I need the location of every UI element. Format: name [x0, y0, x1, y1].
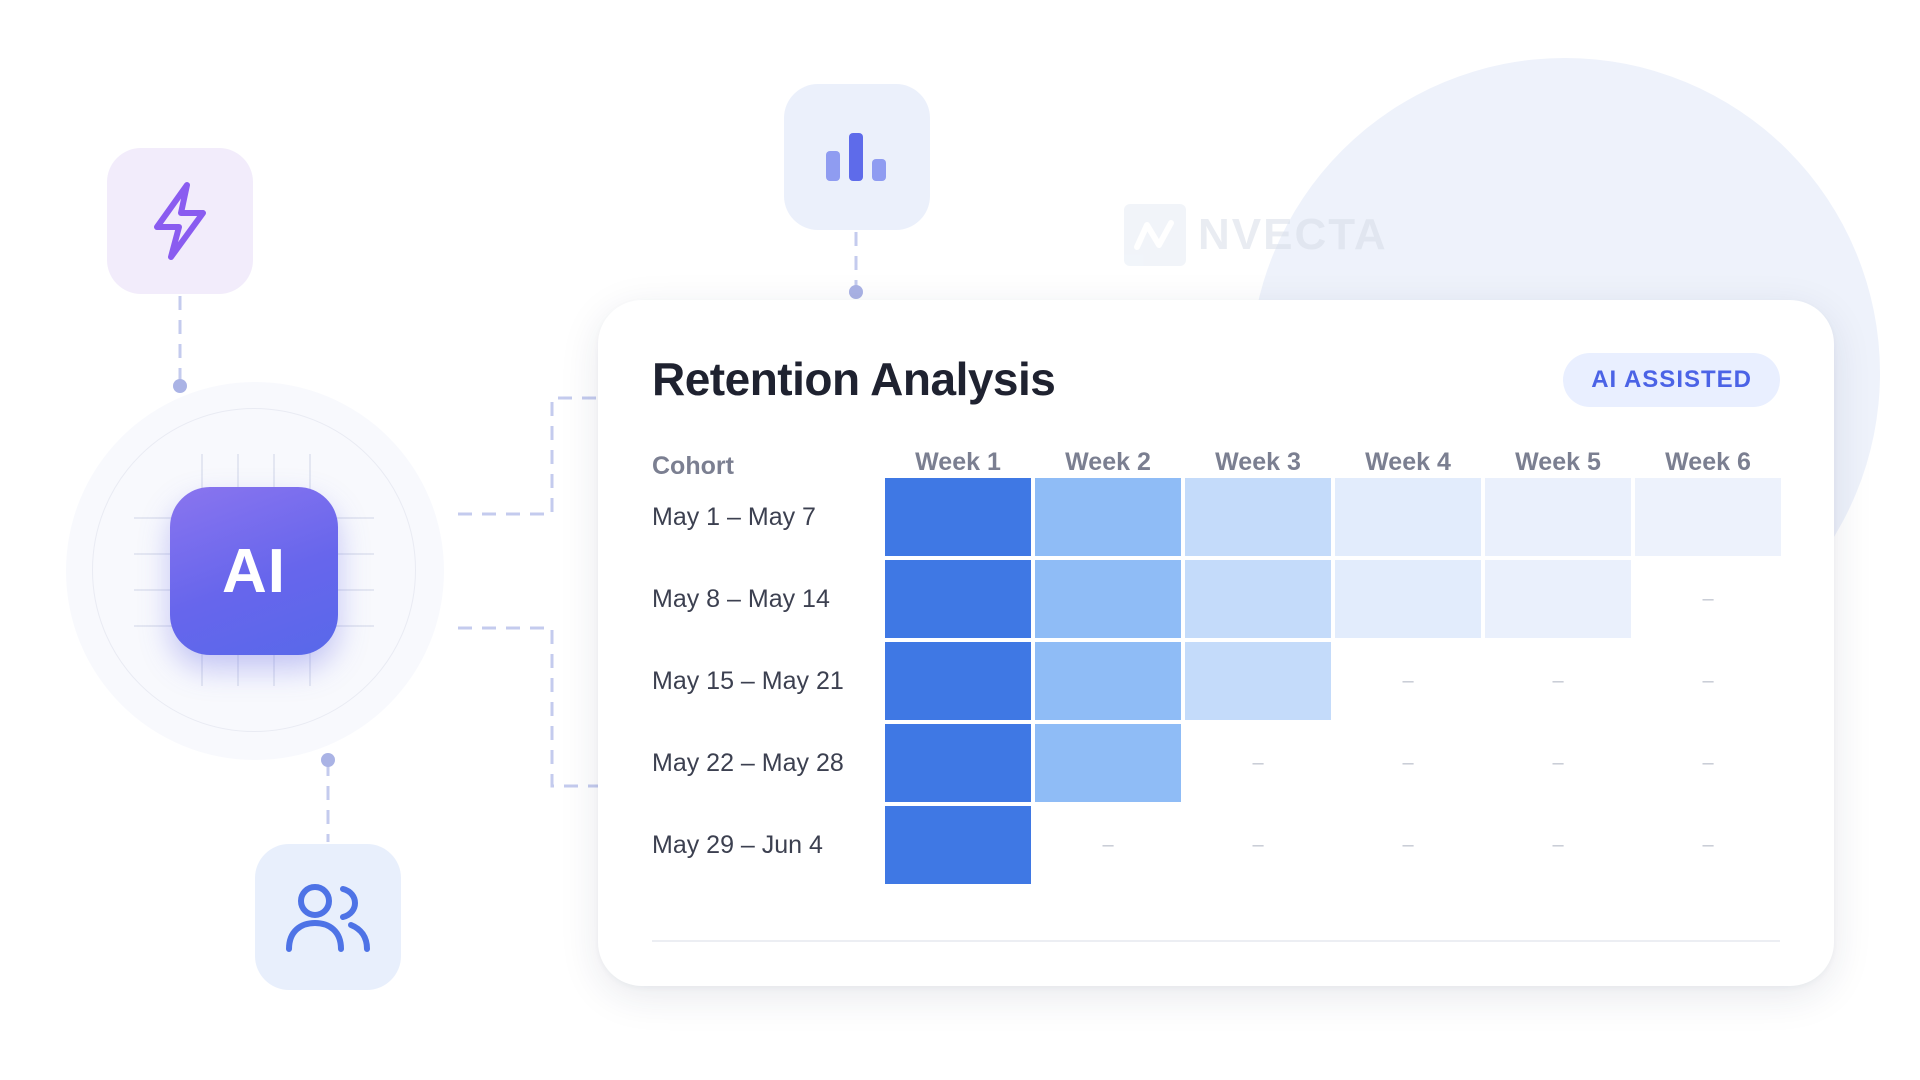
- users-tile[interactable]: [255, 844, 401, 990]
- empty-cell: –: [1402, 751, 1414, 774]
- connector-node-users: [321, 753, 335, 767]
- week-header-1: Week 1: [915, 448, 1001, 476]
- table-divider: [652, 940, 1780, 942]
- empty-cell: –: [1552, 669, 1564, 692]
- week-header-2: Week 2: [1065, 448, 1151, 476]
- empty-cell: –: [1702, 587, 1714, 610]
- retention-cell[interactable]: [885, 560, 1031, 638]
- cohort-label: May 15 – May 21: [652, 667, 844, 695]
- connector-node-chart: [849, 285, 863, 299]
- retention-cell[interactable]: [1485, 560, 1631, 638]
- week-header-4: Week 4: [1365, 448, 1451, 476]
- week-header-6: Week 6: [1665, 448, 1751, 476]
- cohort-label: May 22 – May 28: [652, 749, 844, 777]
- watermark-text: NVECTA: [1198, 210, 1388, 259]
- retention-cell[interactable]: [1185, 478, 1331, 556]
- retention-cell[interactable]: [1635, 478, 1781, 556]
- watermark: NVECTA: [1124, 204, 1388, 266]
- chart-tile[interactable]: [784, 84, 930, 230]
- bolt-tile[interactable]: [107, 148, 253, 294]
- cohort-column-header: Cohort: [652, 452, 734, 480]
- cohort-label: May 8 – May 14: [652, 585, 830, 613]
- empty-cell: –: [1102, 833, 1114, 856]
- connector-upper: [458, 396, 598, 516]
- empty-cell: –: [1402, 669, 1414, 692]
- ai-chip-icon[interactable]: AI: [170, 487, 338, 655]
- retention-cell[interactable]: [885, 806, 1031, 884]
- retention-cell[interactable]: [885, 642, 1031, 720]
- ai-halo-ring: [92, 408, 416, 732]
- week-header-5: Week 5: [1515, 448, 1601, 476]
- empty-cell: –: [1702, 833, 1714, 856]
- ai-chip-label: AI: [222, 536, 286, 606]
- card-title: Retention Analysis: [652, 353, 1056, 405]
- cohort-label: May 1 – May 7: [652, 503, 816, 531]
- retention-cell[interactable]: [1335, 560, 1481, 638]
- empty-cell: –: [1252, 751, 1264, 774]
- empty-cell: –: [1552, 751, 1564, 774]
- retention-cell[interactable]: [1035, 724, 1181, 802]
- lightning-bolt-icon: [154, 182, 206, 260]
- bar-chart-icon: [826, 133, 886, 181]
- retention-cell[interactable]: [1035, 478, 1181, 556]
- nvecta-logo-icon: [1124, 204, 1186, 266]
- retention-card: Retention Analysis AI ASSISTED Cohort We…: [598, 300, 1834, 986]
- connector-lower: [458, 626, 598, 788]
- retention-cell[interactable]: [1185, 560, 1331, 638]
- retention-cell[interactable]: [1035, 560, 1181, 638]
- users-icon: [286, 884, 370, 952]
- retention-cell[interactable]: [1335, 478, 1481, 556]
- retention-cell[interactable]: [1485, 478, 1631, 556]
- empty-cell: –: [1702, 669, 1714, 692]
- empty-cell: –: [1252, 833, 1264, 856]
- cohort-label: May 29 – Jun 4: [652, 831, 823, 859]
- retention-cell[interactable]: [1185, 642, 1331, 720]
- connector-node-bolt: [173, 379, 187, 393]
- empty-cell: –: [1402, 833, 1414, 856]
- retention-cell[interactable]: [885, 478, 1031, 556]
- retention-cell[interactable]: [1035, 642, 1181, 720]
- ai-assisted-badge: AI ASSISTED: [1563, 353, 1780, 407]
- empty-cell: –: [1702, 751, 1714, 774]
- empty-cell: –: [1552, 833, 1564, 856]
- week-header-3: Week 3: [1215, 448, 1301, 476]
- retention-cell[interactable]: [885, 724, 1031, 802]
